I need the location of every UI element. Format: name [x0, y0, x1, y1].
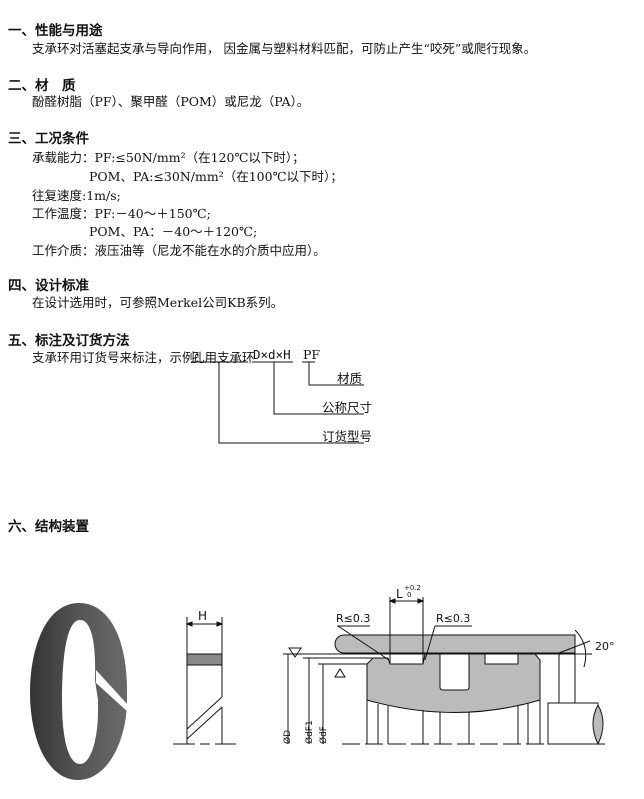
section-title-usage: 一、性能与用途 [8, 23, 103, 39]
ring-3d-image [30, 603, 128, 780]
example-part-material: PF [303, 347, 321, 362]
diameter-d-label: ØD [282, 730, 293, 744]
section-title-material: 二、材 质 [8, 78, 76, 94]
section-title-structure: 六、结构装置 [8, 519, 89, 535]
label-order-model: 订货型号 [322, 429, 373, 444]
section-title-standard: 四、设计标准 [8, 278, 89, 294]
groove-width-label: L [396, 587, 403, 601]
condition-line: POM、PA:≤30N/mm²（在100℃以下时）； [89, 169, 343, 184]
example-part-type: 孔用支承环 [192, 350, 255, 365]
height-dimension-label: H [198, 609, 207, 623]
section-title-ordering: 五、标注及订货方法 [8, 333, 130, 349]
condition-line: POM、PA：－40～＋120℃; [89, 224, 258, 239]
condition-line: 工作介质：液压油等（尼龙不能在水的介质中应用）。 [32, 243, 326, 258]
diameter-df-label: ØdF [318, 726, 329, 744]
standard-text: 在设计选用时，可参照Merkel公司KB系列。 [32, 295, 284, 310]
diameter-df1-label: ØdF1 [304, 720, 315, 744]
example-part-size: D×d×H [253, 347, 291, 362]
tolerance-lower: 0 [407, 591, 411, 599]
ordering-intro: 支承环用订货号来标注，示例： [32, 350, 208, 365]
radius-left-label: R≤0.3 [336, 612, 370, 625]
chamfer-angle-label: 20° [595, 640, 615, 653]
section-title-conditions: 三、工况条件 [8, 131, 89, 147]
label-material: 材质 [337, 371, 363, 386]
radius-right-label: R≤0.3 [436, 612, 470, 625]
installation-drawing [283, 597, 605, 746]
material-text: 酚醛树脂（PF）、聚甲醛（POM）或尼龙（PA）。 [32, 94, 310, 109]
tolerance-upper: +0.2 [404, 584, 421, 592]
ordering-leaders [191, 361, 364, 444]
ring-section-view: H [173, 609, 236, 745]
usage-text: 支承环对活塞起支承与导向作用， 因金属与塑料材料匹配，可防止产生“咬死”或爬行现… [32, 41, 537, 56]
condition-line: 承载能力：PF:≤50N/mm²（在120℃以下时）； [32, 150, 305, 165]
condition-line: 工作温度：PF:－40～＋150℃; [32, 206, 211, 221]
condition-line: 往复速度:1m/s; [32, 188, 121, 203]
label-nominal-size: 公称尺寸 [322, 400, 373, 415]
